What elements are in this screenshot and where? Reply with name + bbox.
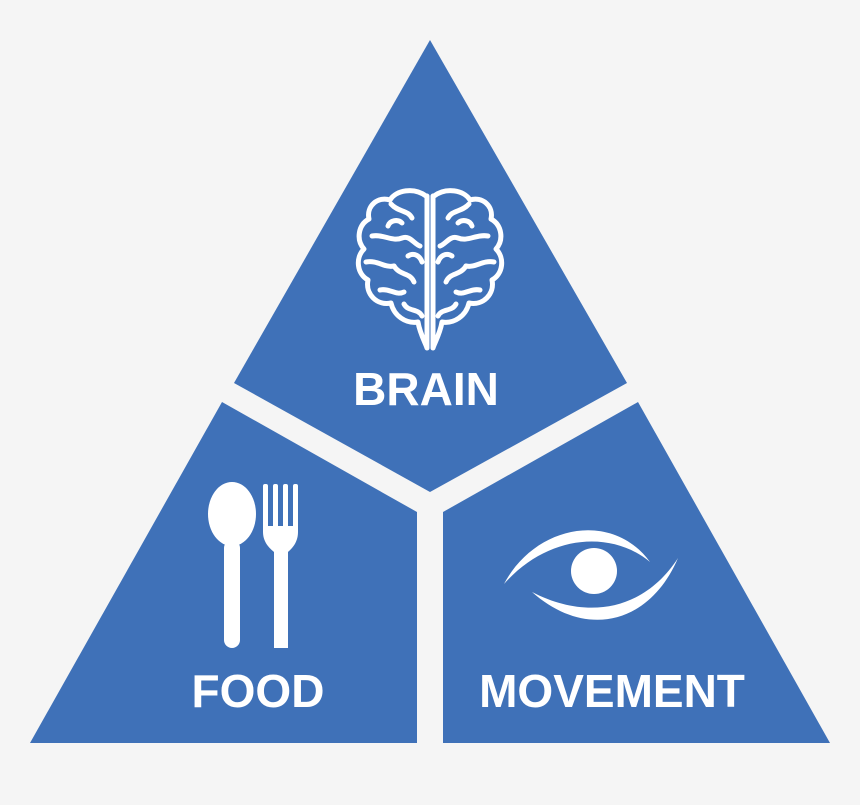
brain-icon bbox=[355, 188, 505, 351]
fork-icon bbox=[263, 484, 298, 648]
brain-label: BRAIN bbox=[353, 363, 499, 415]
spoon-fork-icon bbox=[208, 482, 298, 648]
spoon-icon bbox=[208, 482, 256, 648]
eye-pupil bbox=[571, 548, 617, 594]
eye-icon bbox=[504, 530, 678, 620]
brain-segment: BRAIN bbox=[234, 40, 627, 492]
food-segment-shape bbox=[30, 402, 417, 743]
food-label: FOOD bbox=[192, 665, 325, 717]
movement-label: MOVEMENT bbox=[479, 665, 745, 717]
food-segment: FOOD bbox=[30, 402, 417, 743]
movement-segment: MOVEMENT bbox=[443, 402, 830, 743]
movement-segment-shape bbox=[443, 402, 830, 743]
